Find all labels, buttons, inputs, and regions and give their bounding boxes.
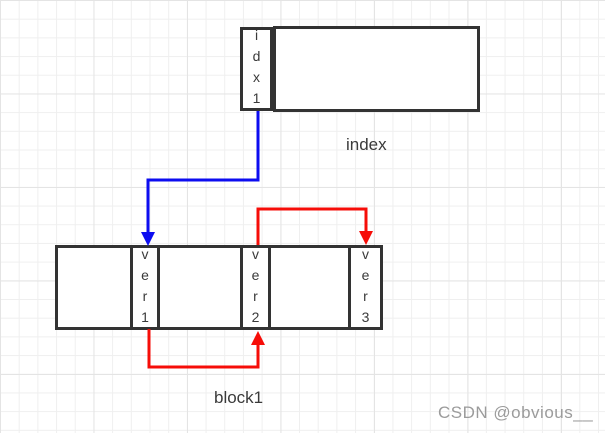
index-key-cell: idx1 xyxy=(240,27,273,111)
cell-divider xyxy=(240,248,243,327)
cell-divider xyxy=(157,248,160,327)
arrowhead-up-icon xyxy=(251,331,265,345)
cell-divider xyxy=(130,248,133,327)
arrowhead-down-icon xyxy=(141,232,155,246)
arrow-line xyxy=(147,329,260,369)
version-cell-text: ver3 xyxy=(357,245,374,330)
arrow-ver1-to-ver2 xyxy=(147,329,265,369)
version-cell-text: ver2 xyxy=(247,245,264,330)
arrow-line xyxy=(256,207,368,245)
version-cell-text: ver1 xyxy=(137,245,153,330)
cell-divider xyxy=(348,248,351,327)
index-key-text: idx1 xyxy=(248,27,265,111)
version-cell-ver1: ver1 xyxy=(133,245,157,330)
csdn-watermark: CSDN @obvious__ xyxy=(438,403,594,422)
arrow-line xyxy=(146,111,260,233)
version-cell-ver3: ver3 xyxy=(351,245,380,330)
version-cell-ver2: ver2 xyxy=(243,245,268,330)
index-body-box xyxy=(273,26,480,112)
block-label: block1 xyxy=(214,388,264,407)
cell-divider xyxy=(268,248,271,327)
arrowhead-down-icon xyxy=(359,231,373,245)
arrow-index-to-ver1 xyxy=(141,111,260,246)
arrow-ver2-to-ver3 xyxy=(256,207,373,245)
index-label: index xyxy=(346,135,387,154)
block-row: ver1 ver2 ver3 xyxy=(55,245,383,330)
